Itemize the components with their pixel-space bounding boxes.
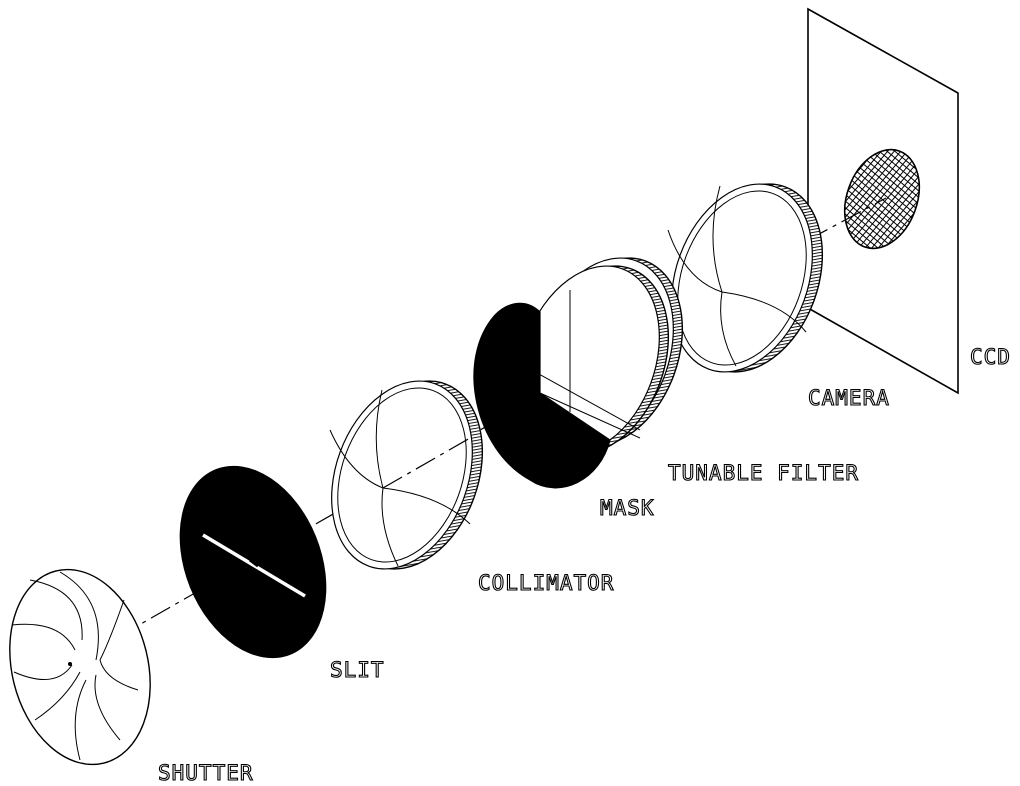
label-collimator: COLLIMATOR [478, 571, 614, 595]
label-ccd: CCD [970, 345, 1011, 369]
tunable-filter [509, 257, 684, 455]
collimator-lens [329, 380, 484, 570]
shutter [9, 568, 151, 766]
label-tunable-filter: TUNABLE FILTER [668, 461, 859, 485]
camera-lens [667, 183, 824, 373]
ccd-plane [807, 7, 959, 395]
slit [179, 465, 327, 659]
label-mask: MASK [600, 496, 655, 520]
label-camera: CAMERA [808, 386, 890, 410]
label-slit: SLIT [330, 658, 385, 682]
ccd-detector-spot [843, 148, 921, 250]
mask [473, 302, 641, 489]
label-shutter: SHUTTER [158, 761, 254, 785]
